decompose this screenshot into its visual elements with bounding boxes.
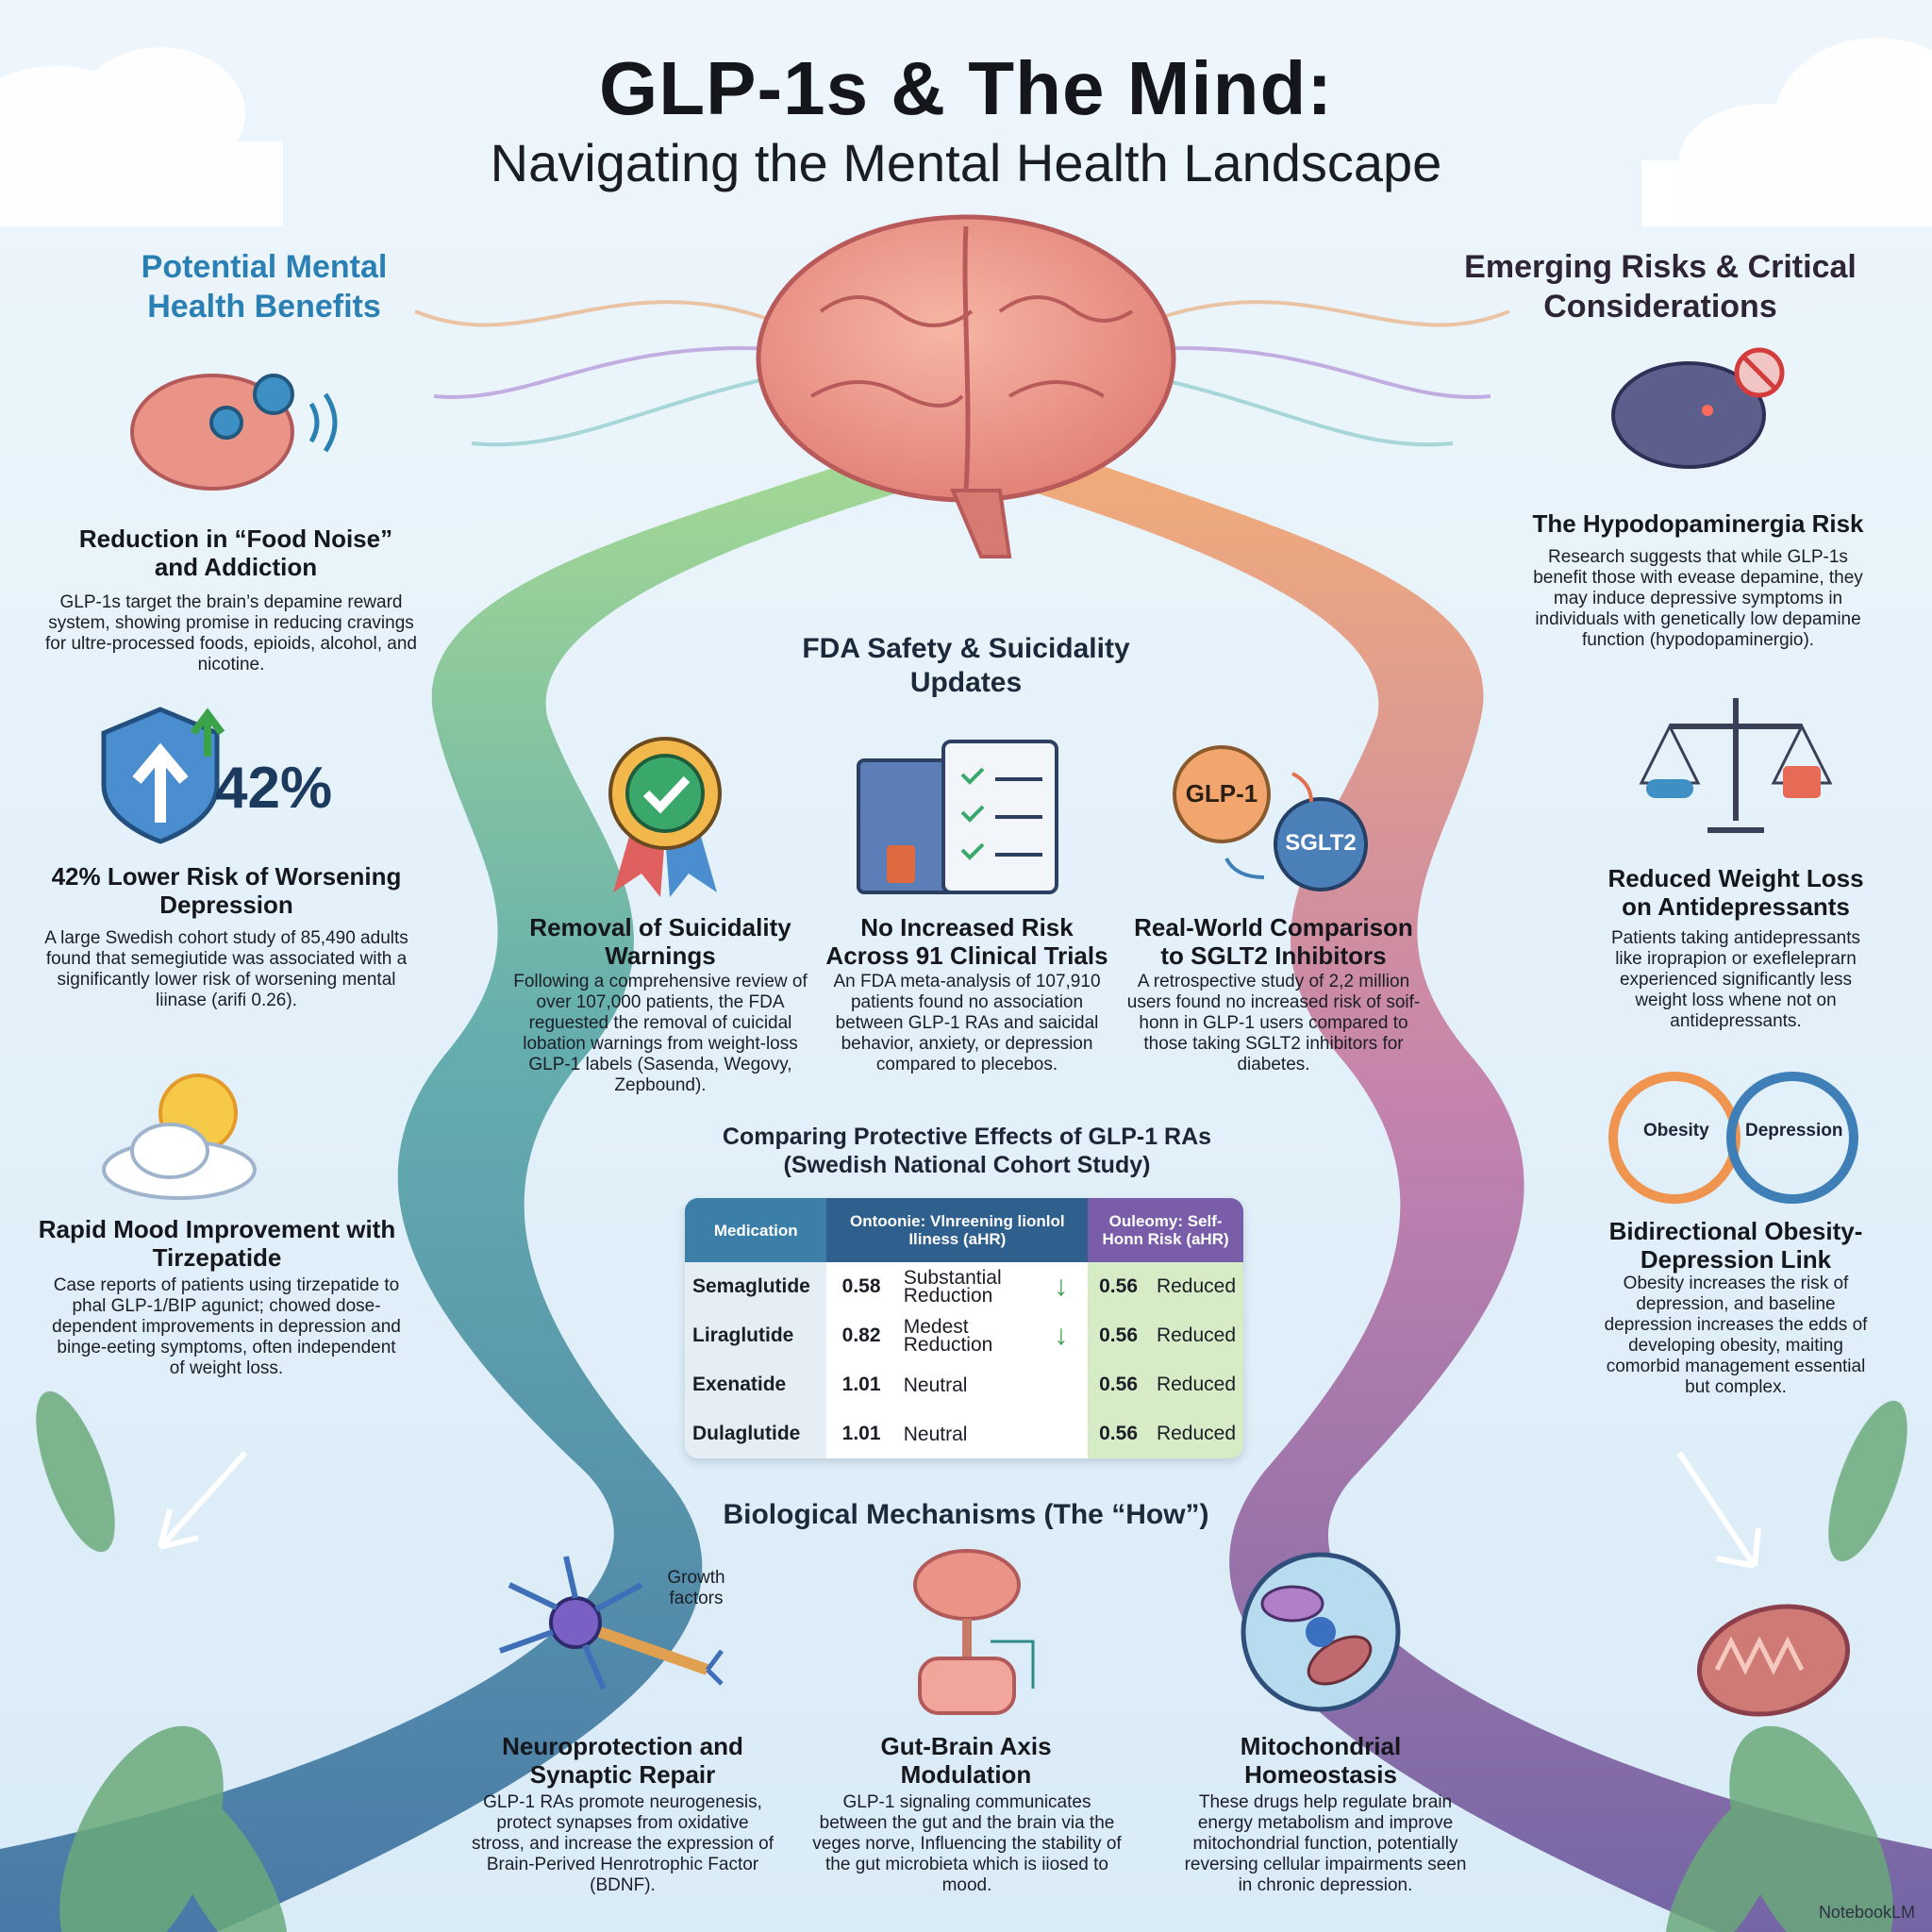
table-row: Liraglutide 0.82 Medest Reduction ↓ 0.56… [685, 1311, 1243, 1360]
right-path [1028, 453, 1932, 1932]
neuron-icon [498, 1556, 724, 1690]
scale-balance-icon [1639, 698, 1833, 833]
cell-l1: Neutral [895, 1409, 1047, 1458]
col-header-outcome2: Ouleomy: Self-Honn Risk (aHR) [1088, 1198, 1243, 1262]
cell-v1: 1.01 [826, 1409, 896, 1458]
fda-heading: FDA Safety & Suicidality Updates [802, 633, 1130, 698]
gut-brain-icon [913, 1549, 1035, 1715]
cell-mitochondria-icon [1241, 1552, 1401, 1712]
risk-text-antidepressants: Patients taking antidepressants like iro… [1610, 928, 1861, 1031]
table-row: Exenatide 1.01 Neutral 0.56 Reduced [685, 1360, 1243, 1409]
brain-warning-icon [1611, 347, 1785, 469]
left-path [0, 453, 906, 1932]
fda-text-sglt2: A retrospective study of 2,2 million use… [1126, 972, 1421, 1074]
cell-med: Exenatide [685, 1360, 827, 1409]
notebooklm-logo: NotebookLM [1818, 1903, 1915, 1922]
risk-title-hypodopaminergia: The Hypodopaminergia Risk [1532, 509, 1864, 538]
mech-title-neuroprotection: Neuroprotection and Synaptic Repair [502, 1732, 743, 1789]
shield-arrow-icon [101, 707, 225, 844]
benefits-heading: Potential Mental Health Benefits [141, 249, 388, 325]
mech-title-mitochondrial: Mitochondrial Homeostasis [1240, 1732, 1402, 1789]
cell-med: Semaglutide [685, 1262, 827, 1311]
risk-text-hypodopaminergia: Research suggests that while GLP-1s bene… [1533, 547, 1863, 650]
benefit-title-depression: 42% Lower Risk of Worsening Depression [51, 862, 402, 919]
cell-v2: 0.56 [1088, 1360, 1149, 1409]
clipboard-files-icon [857, 740, 1058, 894]
mech-text-gut-brain: GLP-1 signaling communicates between the… [812, 1792, 1122, 1895]
left-path-arrow-icon [158, 1450, 248, 1550]
down-arrow-icon: ↓ [1046, 1311, 1089, 1360]
growth-factors-label: Growth factors [667, 1568, 725, 1608]
stat-badge-42: 42% [215, 756, 333, 821]
cloud-right [1641, 38, 1932, 226]
sun-cloud-icon [102, 1074, 257, 1200]
fda-text-removal: Following a comprehensive review of over… [513, 972, 808, 1095]
brain-gears-icon [130, 374, 338, 491]
page-title: GLP-1s & The Mind: [599, 46, 1333, 130]
cell-med: Liraglutide [685, 1311, 827, 1360]
award-ribbon-check-icon [608, 737, 722, 897]
cell-v2: 0.56 [1088, 1311, 1149, 1360]
glp1-sglt2-comparison-icon [1173, 745, 1368, 891]
page-subtitle: Navigating the Mental Health Landscape [490, 133, 1442, 192]
risks-heading: Emerging Risks & Critical Considerations [1464, 249, 1857, 325]
bubble-sglt2: SGLT2 [1285, 830, 1357, 856]
comparison-table: Medication Ontoonie: Vlnreening lionlol … [685, 1198, 1243, 1458]
mitochondrion-icon [1696, 1604, 1851, 1717]
risk-title-bidirectional: Bidirectional Obesity-Depression Link [1608, 1217, 1863, 1274]
cell-l1: Neutral [895, 1360, 1047, 1409]
col-header-medication: Medication [685, 1198, 827, 1262]
fda-title-trials: No Increased Risk Across 91 Clinical Tri… [825, 913, 1108, 970]
cell-v2: 0.56 [1088, 1262, 1149, 1311]
benefit-text-food-noise: GLP-1s target the brain’s depamine rewar… [45, 592, 417, 675]
obesity-depression-cycle-icon [1608, 1072, 1858, 1204]
cell-l1: Medest Reduction [895, 1311, 1047, 1360]
cloud-left [0, 47, 283, 226]
mechanisms-heading: Biological Mechanisms (The “How”) [723, 1499, 1209, 1530]
fda-text-trials: An FDA meta-analysis of 107,910 patients… [833, 972, 1101, 1074]
table-row: Dulaglutide 1.01 Neutral 0.56 Reduced [685, 1409, 1243, 1458]
down-arrow-icon: ↓ [1046, 1262, 1089, 1311]
mech-title-gut-brain: Gut-Brain Axis Modulation [880, 1732, 1052, 1789]
cell-v1: 1.01 [826, 1360, 896, 1409]
cell-med: Dulaglutide [685, 1409, 827, 1458]
plants-right [1665, 1400, 1907, 1932]
benefit-text-mood: Case reports of patients using tirzepati… [52, 1275, 401, 1378]
cycle-label-obesity: Obesity [1643, 1121, 1709, 1141]
benefit-text-depression: A large Swedish cohort study of 85,490 a… [44, 928, 408, 1010]
cell-l2: Reduced [1148, 1311, 1243, 1360]
cell-l2: Reduced [1148, 1360, 1243, 1409]
mech-text-neuroprotection: GLP-1 RAs promote neurogenesis, protect … [472, 1792, 774, 1895]
benefit-title-food-noise: Reduction in “Food Noise” and Addiction [78, 525, 393, 581]
col-header-outcome1: Ontoonie: Vlnreening lionlol Iliness (aH… [826, 1198, 1089, 1262]
risk-text-bidirectional: Obesity increases the risk of depression… [1604, 1274, 1868, 1397]
cell-l2: Reduced [1148, 1409, 1243, 1458]
benefit-title-mood: Rapid Mood Improvement with Tirzepatide [38, 1215, 396, 1272]
cell-l2: Reduced [1148, 1262, 1243, 1311]
right-path-arrow-icon [1676, 1451, 1761, 1569]
risk-title-antidepressants: Reduced Weight Loss on Antidepressants [1607, 864, 1864, 921]
cell-v2: 0.56 [1088, 1409, 1149, 1458]
cycle-label-depression: Depression [1745, 1121, 1843, 1141]
cell-l1: Substantial Reduction [895, 1262, 1047, 1311]
fda-title-sglt2: Real-World Comparison to SGLT2 Inhibitor… [1134, 913, 1413, 970]
bubble-glp1: GLP-1 [1185, 779, 1258, 808]
cell-v1: 0.58 [826, 1262, 896, 1311]
table-row: Semaglutide 0.58 Substantial Reduction ↓… [685, 1262, 1243, 1311]
mech-text-mitochondrial: These drugs help regulate brain energy m… [1184, 1792, 1467, 1895]
plants-left [36, 1391, 288, 1932]
central-brain-icon [756, 214, 1176, 558]
table-heading: Comparing Protective Effects of GLP-1 RA… [722, 1124, 1212, 1178]
fda-title-removal: Removal of Suicidality Warnings [529, 913, 791, 970]
cell-v1: 0.82 [826, 1311, 896, 1360]
